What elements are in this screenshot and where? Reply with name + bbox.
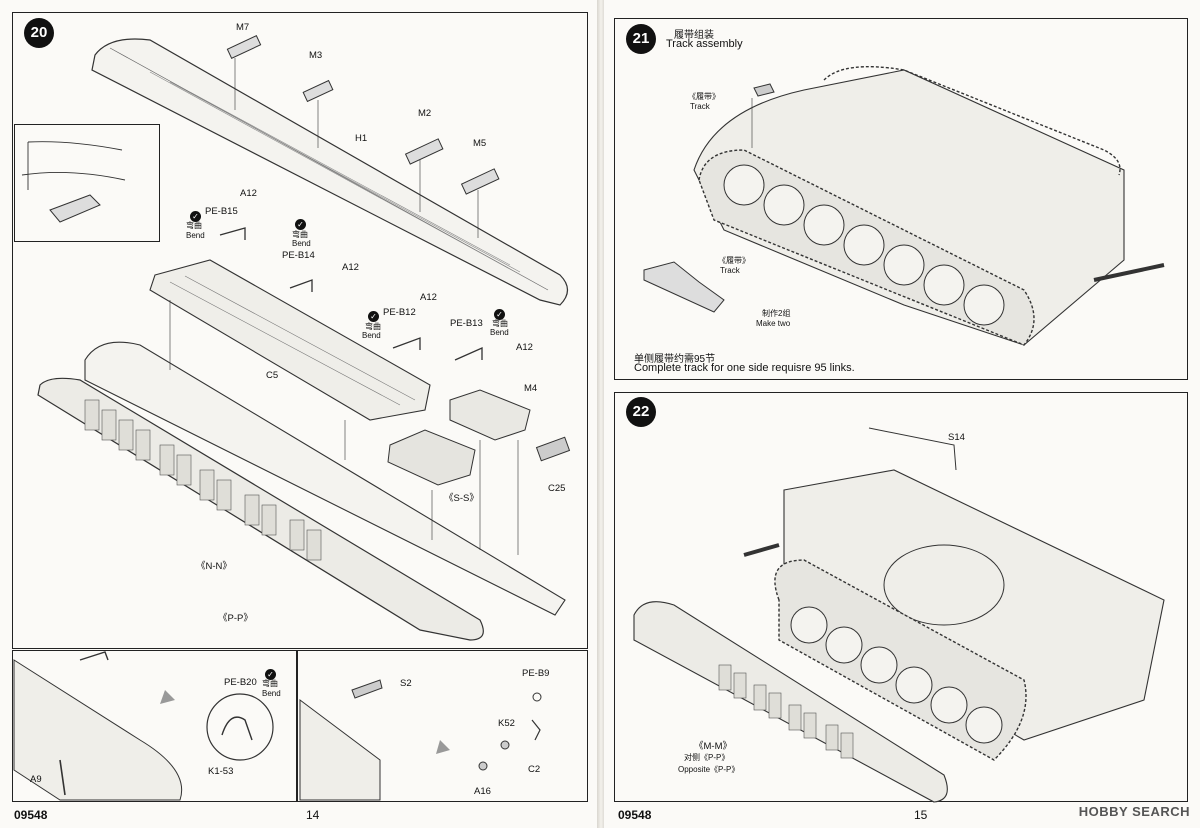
label-pp: 《P-P》 xyxy=(218,613,253,624)
label-ss: 《S-S》 xyxy=(444,493,479,504)
label-a9: A9 xyxy=(30,774,42,785)
label-bend-cn-3: 弯曲 xyxy=(365,322,381,331)
label-m4: M4 xyxy=(524,383,538,394)
opposite-en: Opposite《P-P》 xyxy=(678,765,740,774)
label-bend-cn-2: 弯曲 xyxy=(292,230,308,239)
label-m3: M3 xyxy=(309,50,323,61)
step21-frame xyxy=(614,18,1188,380)
check-icon: ✓ xyxy=(265,669,276,680)
page-number-left: 14 xyxy=(306,808,320,822)
label-bend-en-2: Bend xyxy=(292,239,311,248)
wire-detail-inset xyxy=(14,124,160,242)
label-s2: S2 xyxy=(400,678,412,689)
footer-code-left: 09548 xyxy=(14,808,48,822)
label-bend-en-5: Bend xyxy=(262,689,281,698)
watermark-logo: HOBBY SEARCH xyxy=(1078,804,1190,819)
label-m5: M5 xyxy=(473,138,487,149)
subpanel-left xyxy=(12,650,297,802)
bend-marker-5: ✓ xyxy=(265,664,276,682)
bend-marker-1: ✓ xyxy=(190,206,201,224)
page-number-right: 15 xyxy=(914,808,928,822)
label-k153: K1-53 xyxy=(208,766,234,777)
step22-drawing xyxy=(633,427,1165,803)
subpanel-drawings xyxy=(13,651,542,801)
label-peb13: PE-B13 xyxy=(450,318,483,329)
track-label-cn-1: 《履带》 xyxy=(688,92,720,101)
check-icon: ✓ xyxy=(368,311,379,322)
track-label-cn-2: 《履带》 xyxy=(718,256,750,265)
check-icon: ✓ xyxy=(295,219,306,230)
track-label-en-2: Track xyxy=(720,266,740,275)
check-icon: ✓ xyxy=(494,309,505,320)
label-peb14: PE-B14 xyxy=(282,250,315,261)
step21-badge: 21 xyxy=(626,24,656,54)
step22-badge: 22 xyxy=(626,397,656,427)
label-c2: C2 xyxy=(528,764,541,775)
label-bend-cn-5: 弯曲 xyxy=(262,679,278,688)
step22-frame xyxy=(614,392,1188,802)
track-note-en: Complete track for one side requisre 95 … xyxy=(634,362,855,374)
subpanel-right xyxy=(297,650,588,802)
step20-frame xyxy=(12,12,588,649)
opposite-cn: 对侧《P-P》 xyxy=(684,753,730,762)
label-bend-cn-1: 弯曲 xyxy=(186,221,202,230)
label-m2: M2 xyxy=(418,108,432,119)
bend-marker-3: ✓ xyxy=(368,306,379,324)
label-bend-en-3: Bend xyxy=(362,331,381,340)
bend-marker-4: ✓ xyxy=(494,304,505,322)
step21-title-en: Track assembly xyxy=(666,38,743,50)
step20-badge: 20 xyxy=(24,18,54,48)
footer-code-right: 09548 xyxy=(618,808,652,822)
label-a12-4: A12 xyxy=(516,342,533,353)
label-m7: M7 xyxy=(236,22,250,33)
label-a16: A16 xyxy=(474,786,491,797)
label-k52: K52 xyxy=(498,718,515,729)
label-peb9: PE-B9 xyxy=(522,668,550,679)
track-label-en-1: Track xyxy=(690,102,710,111)
label-a12-2: A12 xyxy=(342,262,359,273)
label-bend-en-4: Bend xyxy=(490,328,509,337)
label-a12-1: A12 xyxy=(240,188,257,199)
make-two-cn: 制作2组 xyxy=(762,309,791,318)
check-icon: ✓ xyxy=(190,211,201,222)
label-bend-en-1: Bend xyxy=(186,231,205,240)
step21-title-cn: 履带组装 xyxy=(674,30,714,41)
label-bend-cn-4: 弯曲 xyxy=(492,319,508,328)
make-two-en: Make two xyxy=(756,319,791,328)
track-note-cn: 单侧履带约需95节 xyxy=(634,354,716,365)
bend-marker-2: ✓ xyxy=(295,214,306,232)
label-s14: S14 xyxy=(948,432,965,443)
label-mm: 《M-M》 xyxy=(694,741,732,752)
step20-drawing xyxy=(21,35,571,641)
label-c5: C5 xyxy=(266,370,279,381)
label-nn: 《N-N》 xyxy=(196,561,232,572)
label-a12-3: A12 xyxy=(420,292,437,303)
right-page: 21 履带组装 Track assembly 《履带》 Track 《履带》 T… xyxy=(604,0,1200,828)
label-h1: H1 xyxy=(355,133,368,144)
label-c25: C25 xyxy=(548,483,566,494)
label-peb20: PE-B20 xyxy=(224,677,257,688)
book-gutter xyxy=(597,0,605,828)
label-peb12: PE-B12 xyxy=(383,307,416,318)
left-page: 20 xyxy=(0,0,598,828)
label-peb15: PE-B15 xyxy=(205,206,238,217)
step21-drawing xyxy=(643,66,1165,346)
